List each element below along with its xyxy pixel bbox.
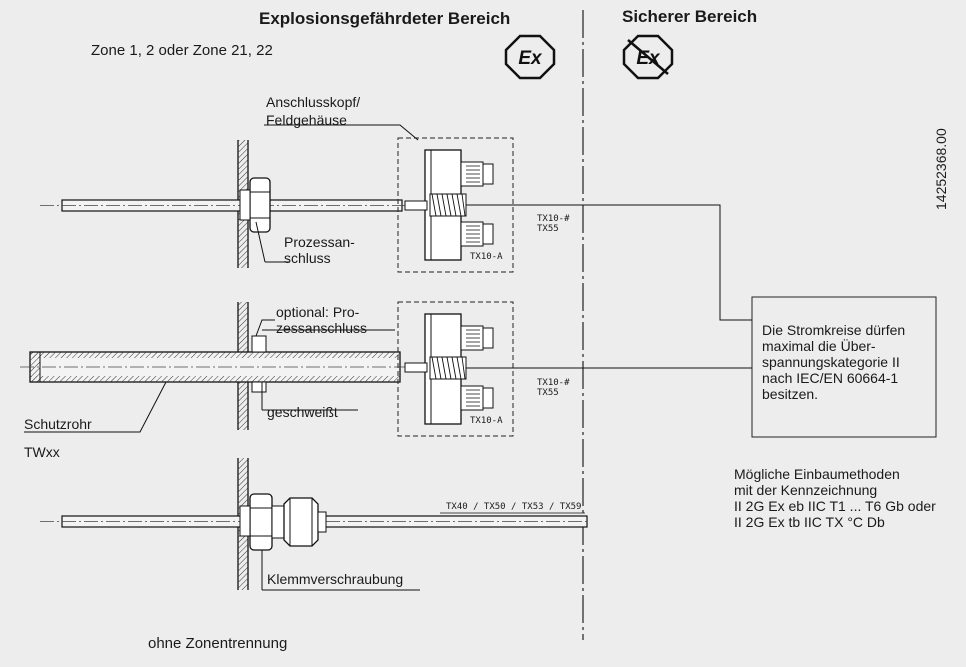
note-box	[751, 296, 937, 438]
methods-note: Mögliche Einbaumethoden mit der Kennzeic…	[734, 466, 964, 530]
hazardous-area-heading: Explosionsgefährdeter Bereich	[259, 9, 511, 28]
code-tx10-hash-2: TX10-#	[537, 378, 570, 388]
assembly-process-connection	[40, 124, 752, 321]
methods-note-line: II 2G Ex eb IIC T1 ... T6 Gb oder	[734, 498, 936, 514]
methods-note-line: II 2G Ex tb IIC TX °C Db	[734, 514, 885, 530]
welded-label: geschweißt	[267, 404, 338, 420]
ex-symbol-icon: Ex	[504, 34, 556, 80]
circuits-note: Die Stromkreise dürfen maximal die Über-…	[762, 322, 934, 402]
terminal-head-label-1: Anschlusskopf/	[266, 94, 361, 110]
circuits-note-line: besitzen.	[762, 386, 819, 402]
process-connection-label-2: schluss	[284, 250, 331, 266]
code-tx10-hash-1: TX10-#	[537, 214, 570, 224]
code-tx-series: TX40 / TX50 / TX53 / TX59	[446, 502, 582, 512]
optional-label-1: optional: Pro-	[276, 304, 360, 320]
methods-note-line: mit der Kennzeichnung	[734, 482, 878, 498]
process-connection-label-1: Prozessan-	[284, 234, 355, 250]
assembly-thermowell	[20, 301, 752, 437]
optional-label-2: zessanschluss	[276, 320, 368, 336]
circuits-note-line: maximal die Über-	[762, 338, 876, 354]
thermowell-label-1: Schutzrohr	[24, 416, 92, 432]
no-zone-separation-label: ohne Zonentrennung	[148, 635, 288, 652]
methods-note-line: Mögliche Einbaumethoden	[734, 466, 900, 482]
thermowell-label-2: TWxx	[24, 444, 60, 460]
code-tx10a-1: TX10-A	[470, 252, 503, 262]
drawing-number: 14252368.00	[933, 128, 949, 210]
zone-text: Zone 1, 2 oder Zone 21, 22	[91, 42, 273, 59]
circuits-note-line: spannungskategorie II	[762, 354, 900, 370]
circuits-note-line: nach IEC/EN 60664-1	[762, 370, 899, 386]
code-tx10a-2: TX10-A	[470, 416, 503, 426]
code-tx55-2: TX55	[537, 388, 559, 398]
compression-fitting-label: Klemmverschraubung	[267, 571, 404, 587]
code-tx55-1: TX55	[537, 224, 559, 234]
circuits-note-line: Die Stromkreise dürfen	[762, 322, 906, 338]
terminal-head-label-2: Feldgehäuse	[266, 112, 347, 128]
svg-text:Ex: Ex	[518, 48, 543, 69]
safe-area-heading: Sicherer Bereich	[622, 7, 758, 26]
assembly-compression-fitting	[40, 458, 590, 591]
ex-crossed-symbol-icon: Ex	[622, 34, 674, 80]
